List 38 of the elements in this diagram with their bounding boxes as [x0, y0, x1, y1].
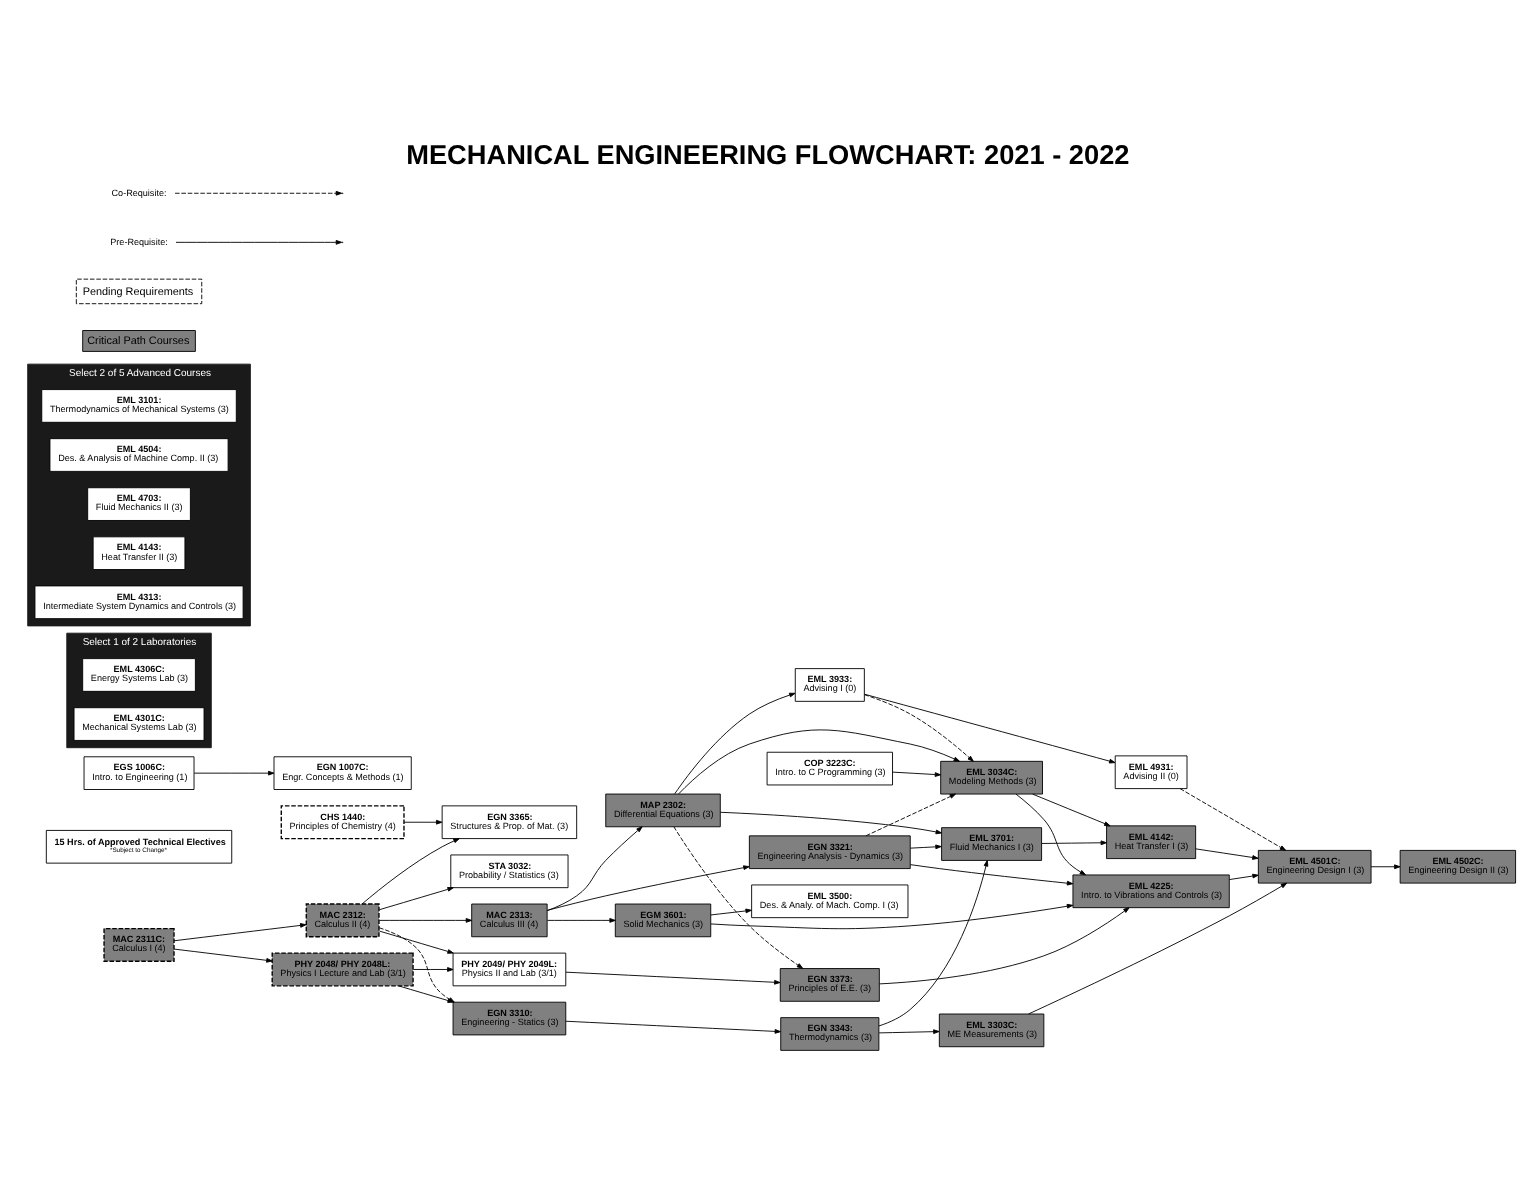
arrow — [710, 907, 752, 915]
arrow — [403, 818, 443, 824]
arrow — [546, 825, 643, 911]
arrow — [674, 691, 796, 794]
arrow — [719, 810, 942, 834]
arrow — [378, 886, 454, 910]
arrow — [878, 1028, 940, 1034]
arrow — [1179, 787, 1287, 850]
arrow — [1028, 881, 1288, 1014]
arrow — [378, 929, 454, 953]
arrow — [1195, 847, 1259, 859]
arrow — [378, 917, 473, 922]
arrow — [910, 863, 1074, 885]
arrow — [1041, 839, 1107, 845]
arrow — [878, 859, 989, 1026]
arrow — [193, 769, 275, 775]
arrow — [565, 970, 781, 984]
diagram-title: MECHANICAL ENGINEERING FLOWCHART: 2021 - 2022 — [406, 139, 1130, 170]
arrow — [892, 770, 942, 776]
arrow — [361, 837, 460, 904]
arrow — [565, 1019, 781, 1033]
arrow — [1015, 792, 1086, 875]
arrow — [865, 792, 956, 836]
arrow — [546, 864, 750, 910]
arrow — [910, 843, 942, 849]
arrow — [1032, 792, 1111, 826]
arrow — [864, 693, 974, 761]
arrow — [678, 728, 960, 794]
arrow — [864, 692, 1116, 763]
arrow — [673, 825, 804, 968]
arrow — [412, 966, 454, 971]
arrow — [173, 947, 273, 962]
arrow — [710, 902, 1074, 929]
arrow — [1228, 872, 1259, 880]
arrow — [879, 906, 1130, 984]
arrow — [547, 917, 616, 922]
arrow — [1370, 863, 1401, 869]
arrow — [173, 922, 307, 941]
